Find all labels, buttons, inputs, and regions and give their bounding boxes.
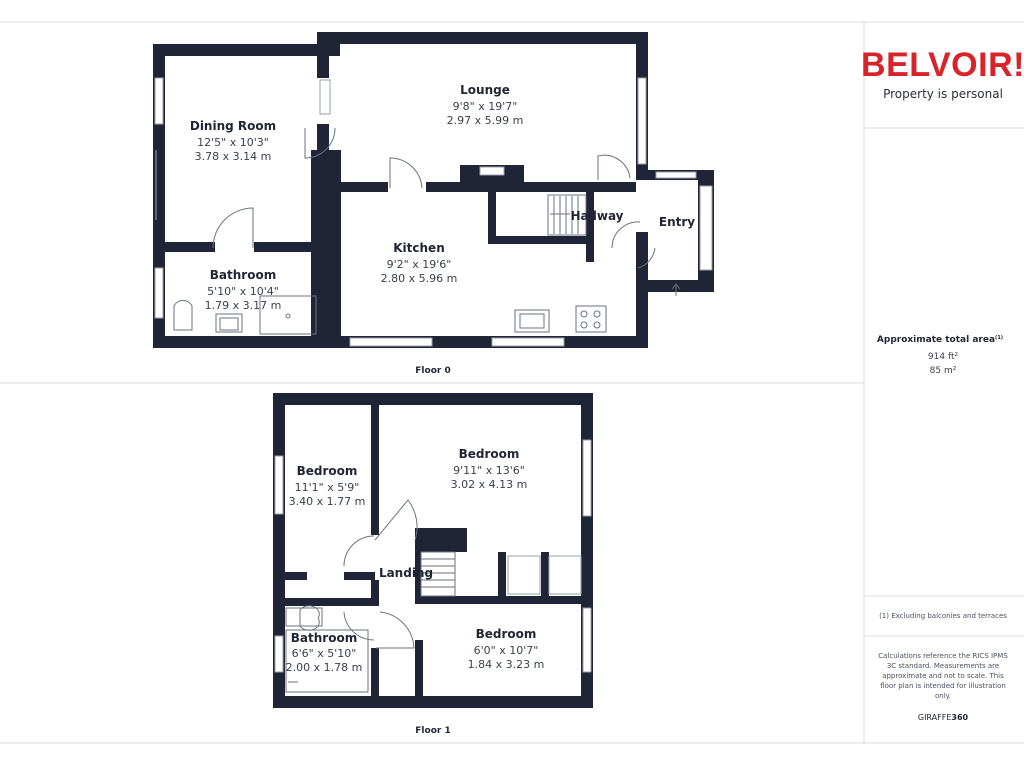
room-dim-imperial: 6'0" x 10'7" <box>474 644 539 657</box>
area-panel: Approximate total area(1) 914 ft² 85 m² … <box>877 335 1007 620</box>
room-name-hallway: Hallway <box>570 209 623 223</box>
room-name-lounge: Lounge <box>460 83 510 97</box>
area-title: Approximate total area(1) <box>877 335 1003 345</box>
sheet-frame <box>0 21 1024 744</box>
floor-0-fixtures <box>173 295 607 335</box>
disclaimer-line: floor plan is intended for illustration <box>880 682 1006 690</box>
brand-tagline: Property is personal <box>883 87 1003 101</box>
room-dim-imperial: 5'10" x 10'4" <box>207 285 279 298</box>
room-dim-imperial: 9'11" x 13'6" <box>453 464 525 477</box>
room-dim-metric: 3.78 x 3.14 m <box>195 150 272 163</box>
area-sqft: 914 ft² <box>928 352 959 362</box>
floor-1-fixtures <box>285 605 369 693</box>
room-name-landing: Landing <box>379 566 433 580</box>
giraffe-credit: GIRAFFE360 <box>918 713 969 722</box>
room-name-bedroom: Bedroom <box>476 627 537 641</box>
room-dim-metric: 1.79 x 3.17 m <box>205 299 282 312</box>
room-dim-imperial: 12'5" x 10'3" <box>197 136 269 149</box>
brand-logo: BELVOIR! <box>861 46 1024 84</box>
disclaimer-line: only. <box>935 692 951 700</box>
floor-0-labels: Lounge 9'8" x 19'7" 2.97 x 5.99 m Dining… <box>190 83 695 376</box>
floor-0-windows <box>154 77 713 347</box>
room-dim-metric: 3.02 x 4.13 m <box>451 478 528 491</box>
disclaimer-line: Calculations reference the RICS IPMS <box>878 652 1008 660</box>
room-dim-imperial: 6'6" x 5'10" <box>292 647 357 660</box>
disclaimer-line: approximate and not to scale. This <box>882 672 1004 680</box>
room-name-bedroom: Bedroom <box>459 447 520 461</box>
floor-1-stairs <box>420 551 582 597</box>
floor-0-label: Floor 0 <box>415 366 450 376</box>
room-dim-metric: 2.97 x 5.99 m <box>447 114 524 127</box>
room-name-bathroom: Bathroom <box>291 631 357 645</box>
room-dim-imperial: 9'8" x 19'7" <box>453 100 518 113</box>
floor-0-stairs <box>547 194 587 236</box>
floor-1-windows <box>274 439 592 673</box>
area-footnote-marker: (1) <box>995 335 1003 341</box>
floor-0-doors <box>212 127 681 296</box>
room-dim-imperial: 9'2" x 19'6" <box>387 258 452 271</box>
room-dim-metric: 2.00 x 1.78 m <box>286 661 363 674</box>
disclaimer-line: 3C standard. Measurements are <box>887 662 999 670</box>
room-name-kitchen: Kitchen <box>393 241 445 255</box>
room-dim-metric: 1.84 x 3.23 m <box>468 658 545 671</box>
room-dim-metric: 2.80 x 5.96 m <box>381 272 458 285</box>
brand-panel: BELVOIR! Property is personal <box>861 46 1024 101</box>
room-name-bathroom: Bathroom <box>210 268 276 282</box>
floor-1-inner-walls <box>285 405 581 702</box>
room-name-bedroom: Bedroom <box>297 464 358 478</box>
floor-1-plan: Bedroom 11'1" x 5'9" 3.40 x 1.77 m Bedro… <box>273 393 593 736</box>
room-name-dining-room: Dining Room <box>190 119 276 133</box>
room-dim-imperial: 11'1" x 5'9" <box>295 481 360 494</box>
floor-0-plan: Lounge 9'8" x 19'7" 2.97 x 5.99 m Dining… <box>153 32 714 376</box>
floor-1-labels: Bedroom 11'1" x 5'9" 3.40 x 1.77 m Bedro… <box>286 447 545 736</box>
room-dim-metric: 3.40 x 1.77 m <box>289 495 366 508</box>
floor-1-doors <box>343 499 418 649</box>
area-footnote: (1) Excluding balconies and terraces <box>879 612 1007 620</box>
area-sqm: 85 m² <box>930 366 957 376</box>
disclaimer: Calculations reference the RICS IPMS 3C … <box>878 652 1008 722</box>
room-name-entry: Entry <box>659 215 695 229</box>
floor-1-label: Floor 1 <box>415 726 450 736</box>
